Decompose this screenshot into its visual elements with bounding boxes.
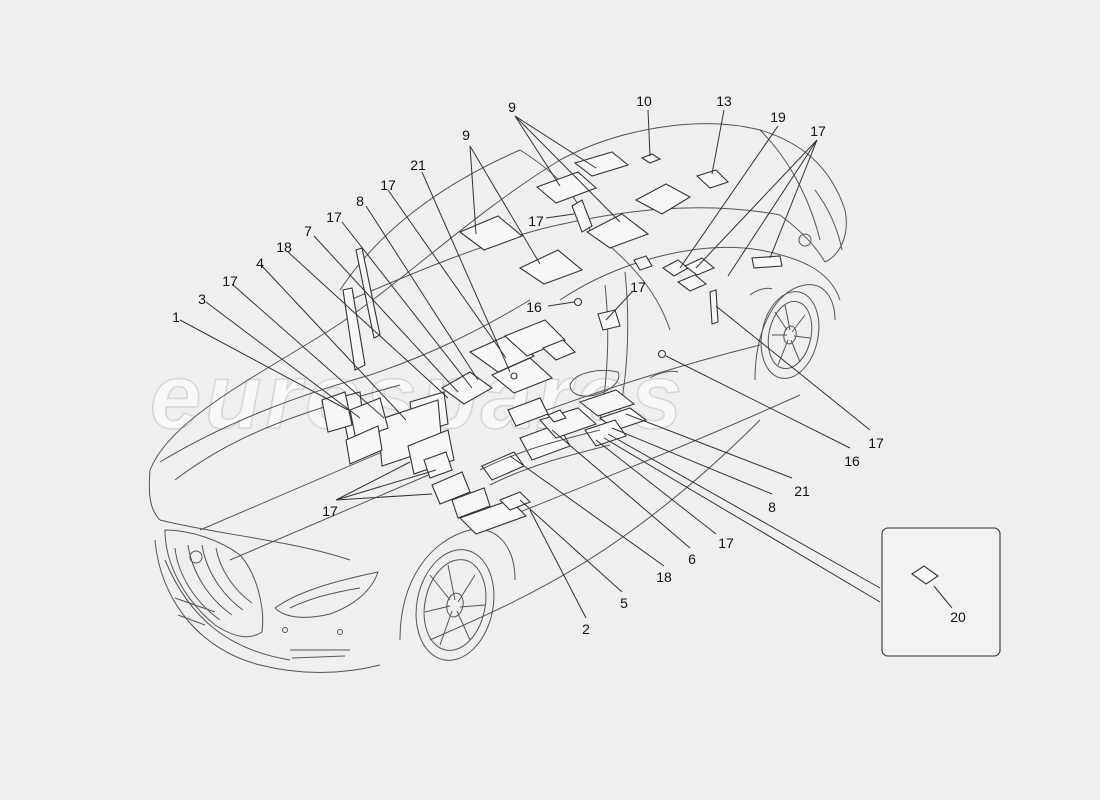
callout-16-center: 16 [526,299,542,315]
callout-21-top: 21 [410,157,426,173]
callout-17-door: 17 [630,279,646,295]
callout-3: 3 [198,291,206,307]
callout-17-rear-top: 17 [810,123,826,139]
callout-1: 1 [172,309,180,325]
car-outline [148,123,847,673]
callout-19: 19 [770,109,786,125]
callout-8-top: 8 [356,193,364,209]
callout-17-left-top: 17 [222,273,238,289]
callout-2: 2 [582,621,590,637]
callout-8-right: 8 [768,499,776,515]
grommets [510,297,667,380]
callout-6: 6 [688,551,696,567]
callout-17-roof: 17 [528,213,544,229]
callout-7: 7 [304,223,312,239]
callout-labels: 1 2 3 4 5 6 7 8 8 9 9 10 13 16 16 17 17 … [172,93,966,637]
callout-5: 5 [620,595,628,611]
pillar-strips [342,247,381,371]
callout-13: 13 [716,93,732,109]
leader-lines [179,109,881,619]
callout-9-right: 9 [508,99,516,115]
callout-20: 20 [950,609,966,625]
callout-10: 10 [636,93,652,109]
insulation-pads [321,151,783,535]
callout-18-top: 18 [276,239,292,255]
callout-16-right: 16 [844,453,860,469]
inset-box-part-20 [881,527,1001,657]
callout-17-lower: 17 [718,535,734,551]
callout-17-right: 17 [868,435,884,451]
callout-17-upper: 17 [380,177,396,193]
callout-18-lower: 18 [656,569,672,585]
callout-17-mid-top: 17 [326,209,342,225]
callout-4: 4 [256,255,264,271]
callout-21-right: 21 [794,483,810,499]
callout-17-left-lower: 17 [322,503,338,519]
callout-9-left: 9 [462,127,470,143]
